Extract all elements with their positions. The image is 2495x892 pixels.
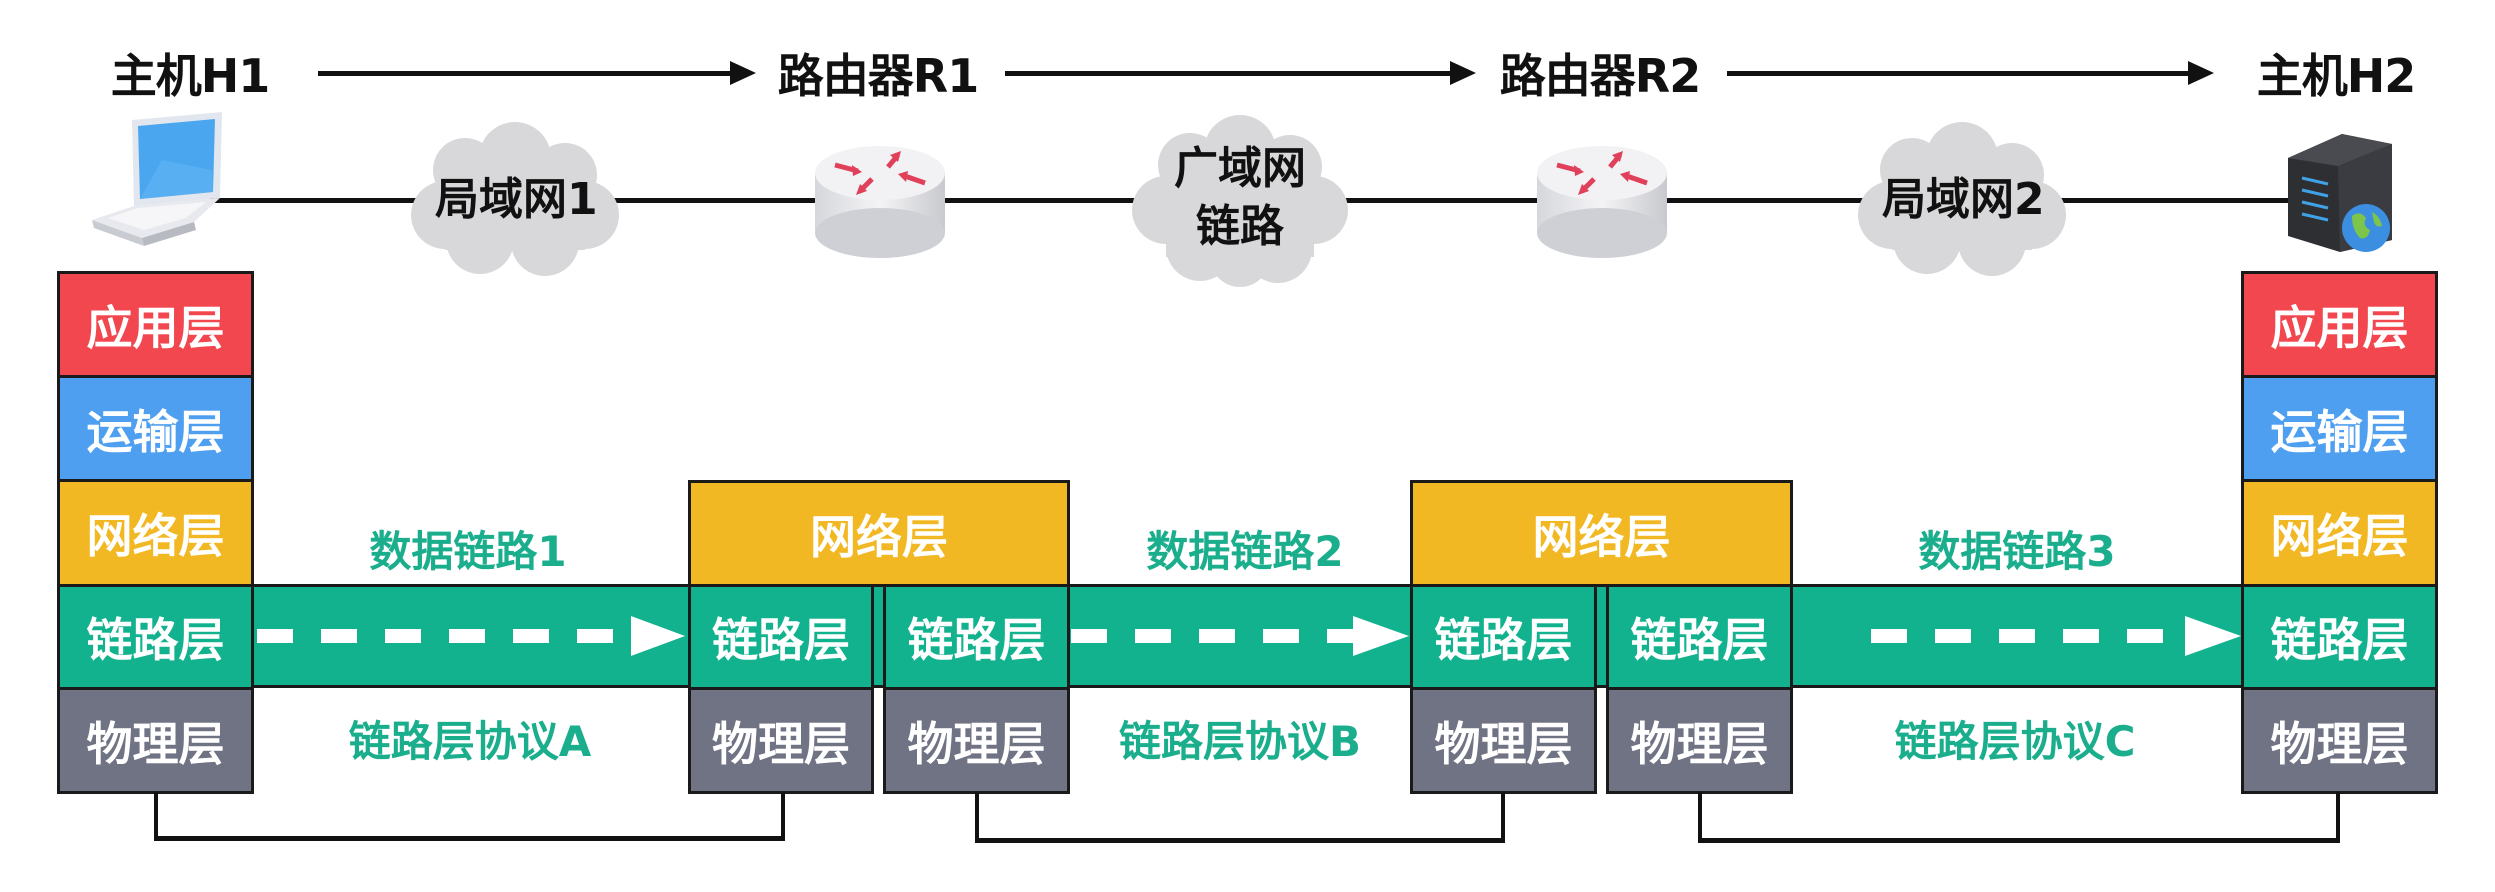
arrow-head-icon bbox=[2185, 616, 2241, 656]
h2-application-layer: 应用层 bbox=[2241, 271, 2438, 378]
arrow-head-icon bbox=[631, 616, 685, 656]
wan-label-line2: 链路 bbox=[1196, 201, 1284, 252]
h1-network-layer: 网络层 bbox=[57, 479, 254, 587]
h2-transport-layer: 运输层 bbox=[2241, 375, 2438, 482]
arrow-head-icon bbox=[1450, 61, 1476, 85]
host-h2-title: 主机H2 bbox=[2256, 49, 2417, 103]
lan1-label: 局域网1 bbox=[435, 174, 598, 225]
h1-transport-layer: 运输层 bbox=[57, 375, 254, 482]
wan-label-line1: 广域网 bbox=[1174, 143, 1306, 194]
lan2-cloud-icon bbox=[1858, 122, 2066, 276]
laptop-icon bbox=[92, 112, 222, 246]
arrow-shaft bbox=[318, 71, 734, 76]
wan-cloud-icon bbox=[1132, 115, 1348, 287]
arrow-head-icon bbox=[2188, 61, 2214, 85]
r1-physical-layer-a: 物理层 bbox=[688, 687, 874, 794]
arrow-head-icon bbox=[730, 61, 756, 85]
arrow-shaft bbox=[1005, 71, 1455, 76]
r1-link-layer-a: 链路层 bbox=[688, 584, 874, 690]
r2-link-layer-c: 链路层 bbox=[1606, 584, 1793, 690]
r2-physical-layer-c: 物理层 bbox=[1606, 687, 1793, 794]
r2-physical-layer-b: 物理层 bbox=[1410, 687, 1597, 794]
h1-physical-layer: 物理层 bbox=[57, 687, 254, 794]
r1-physical-layer-b: 物理层 bbox=[883, 687, 1070, 794]
h1-link-layer: 链路层 bbox=[57, 584, 254, 690]
server-icon bbox=[2288, 134, 2392, 252]
r2-link-layer-b: 链路层 bbox=[1410, 584, 1597, 690]
data-link-3-label: 数据链路3 bbox=[1918, 527, 2116, 576]
h2-physical-layer: 物理层 bbox=[2241, 687, 2438, 794]
h2-network-layer: 网络层 bbox=[2241, 479, 2438, 587]
host-h1-title: 主机H1 bbox=[110, 49, 271, 103]
data-link-1-label: 数据链路1 bbox=[369, 527, 567, 576]
lan1-cloud-icon bbox=[411, 122, 619, 276]
link-flow-arrows bbox=[257, 616, 2241, 656]
link-protocol-c-label: 链路层协议C bbox=[1894, 717, 2136, 766]
r1-link-layer-b: 链路层 bbox=[883, 584, 1070, 690]
arrow-head-icon bbox=[1353, 616, 1409, 656]
link-protocol-a-label: 链路层协议A bbox=[348, 717, 592, 766]
router-r2-title: 路由器R2 bbox=[1499, 49, 1701, 103]
router-r1-icon bbox=[815, 146, 945, 258]
link-protocol-b-label: 链路层协议B bbox=[1118, 717, 1362, 766]
h2-link-layer: 链路层 bbox=[2241, 584, 2438, 690]
router-r1-title: 路由器R1 bbox=[777, 49, 979, 103]
r2-network-layer: 网络层 bbox=[1410, 480, 1793, 587]
data-link-2-label: 数据链路2 bbox=[1146, 527, 1344, 576]
router-r2-icon bbox=[1537, 146, 1667, 258]
h1-application-layer: 应用层 bbox=[57, 271, 254, 378]
arrow-shaft bbox=[1727, 71, 2193, 76]
lan2-label: 局域网2 bbox=[1882, 174, 2045, 225]
r1-network-layer: 网络层 bbox=[688, 480, 1070, 587]
